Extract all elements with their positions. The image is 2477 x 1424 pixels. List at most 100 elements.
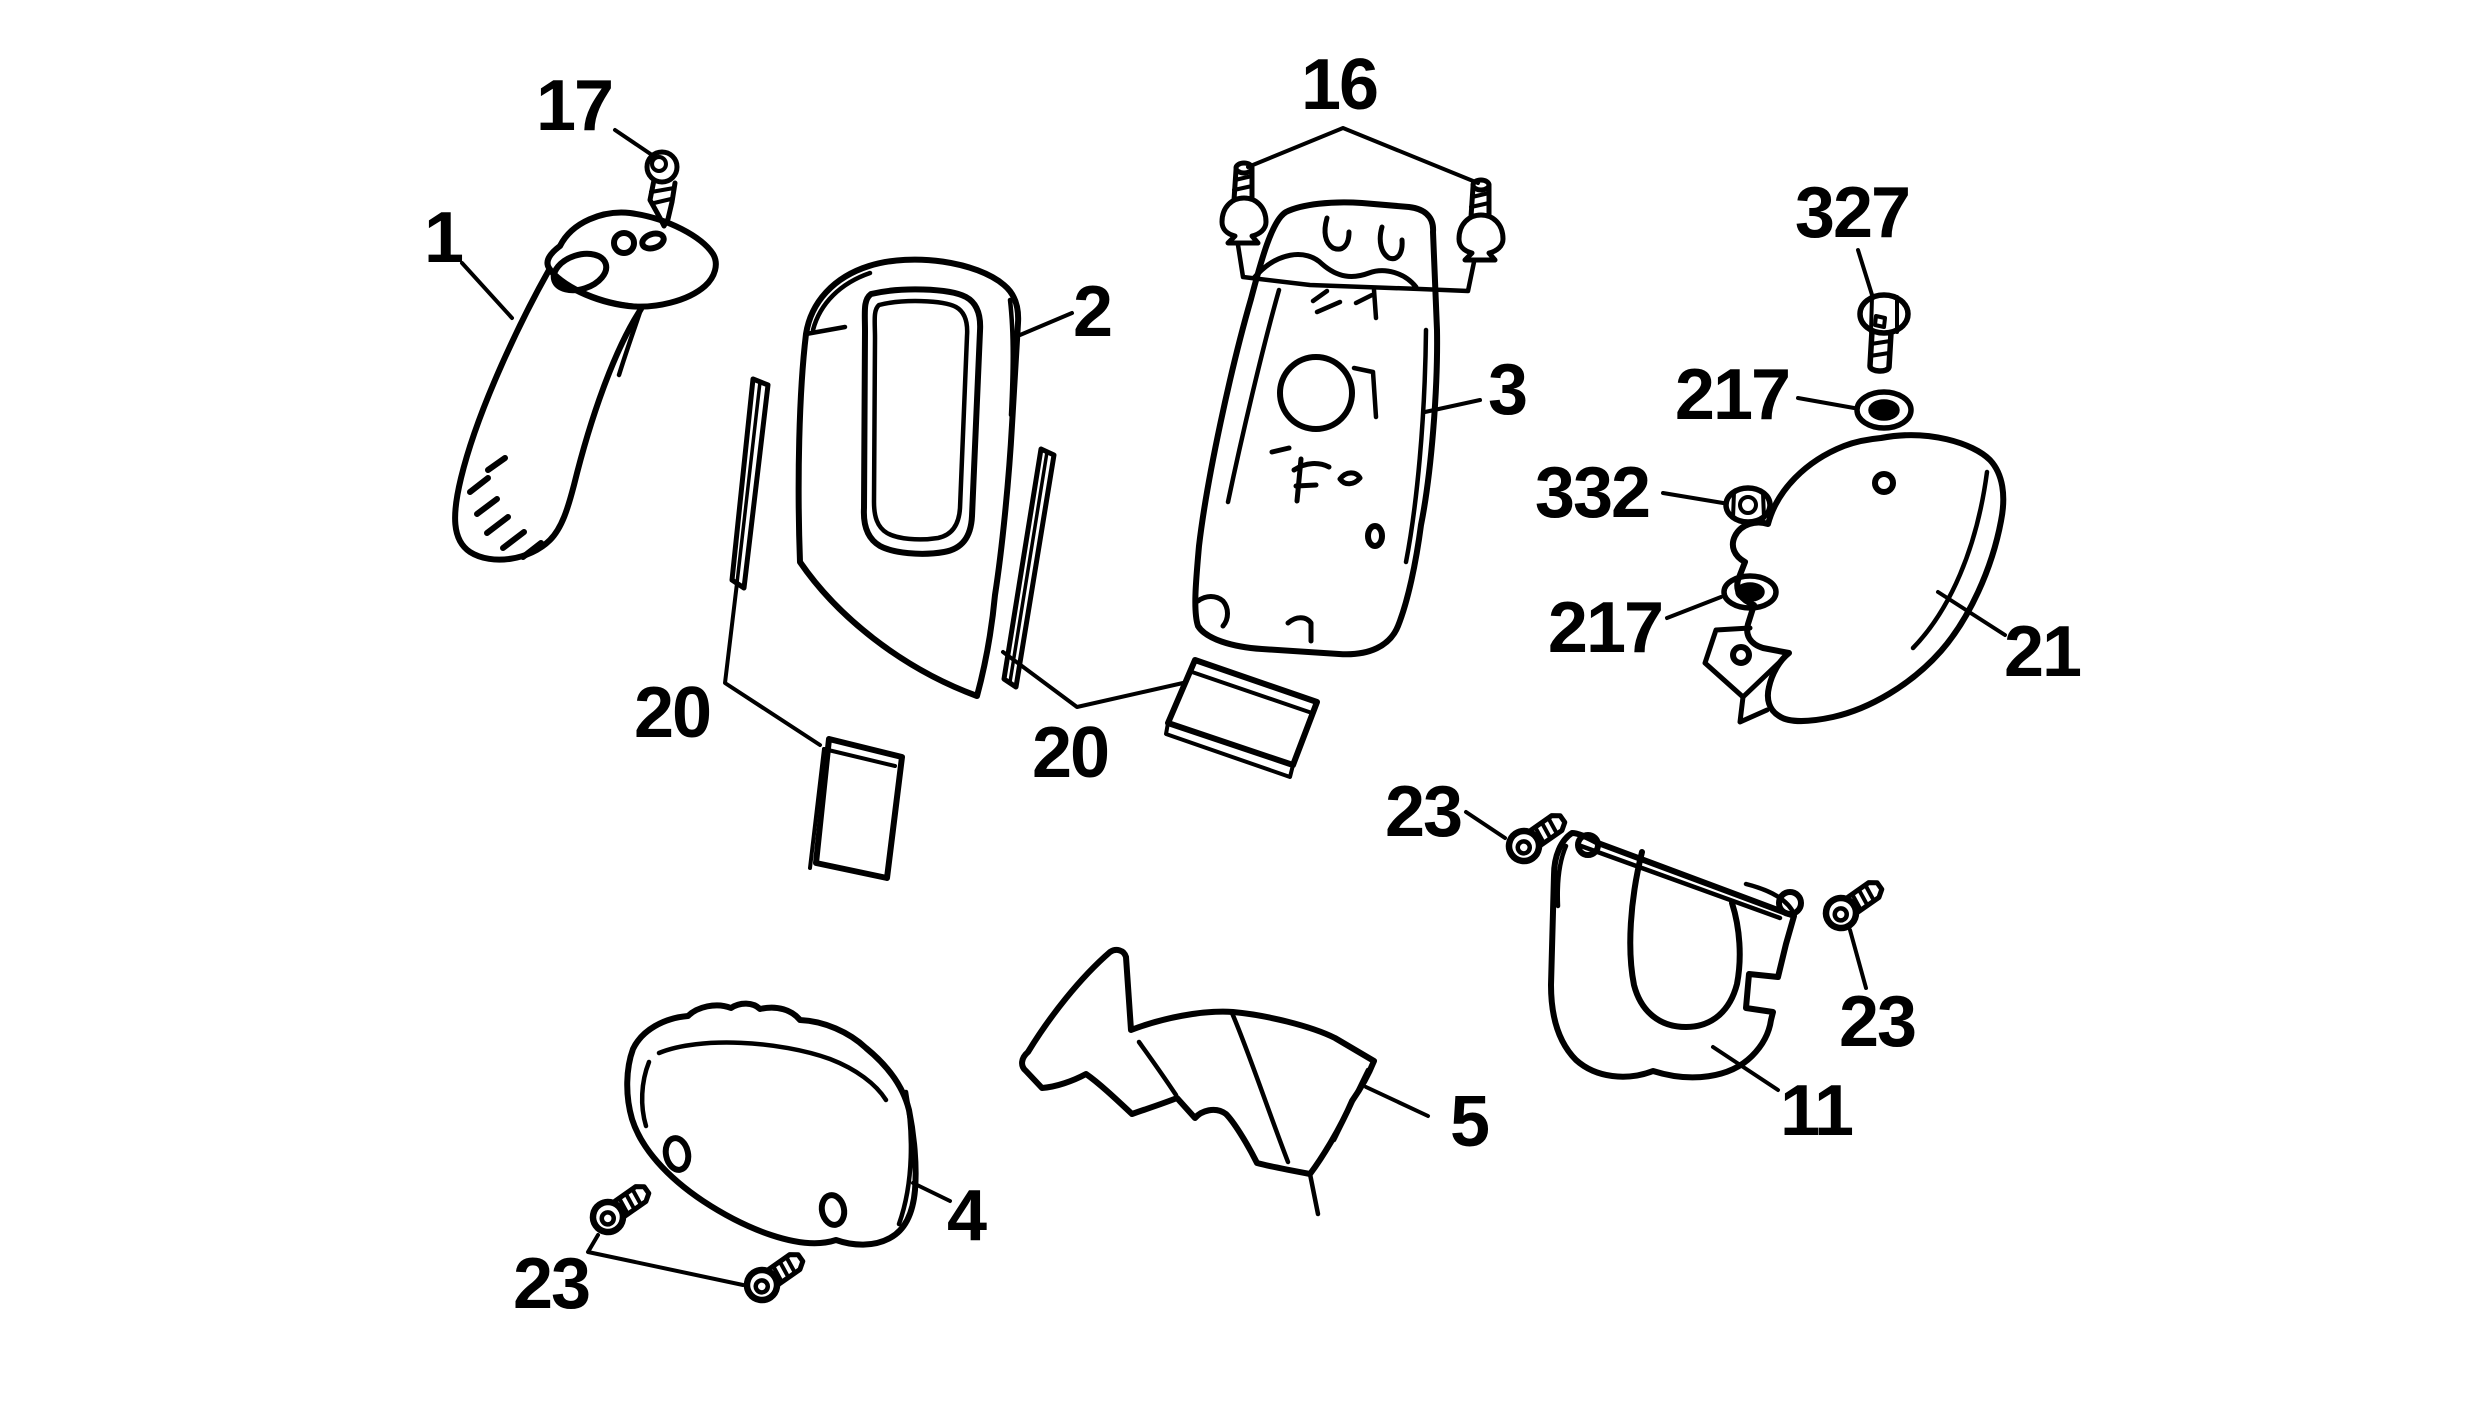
bracket-21-foot xyxy=(1705,628,1786,697)
leader-332 xyxy=(1663,493,1723,503)
bracket-21-thickness xyxy=(1913,472,1987,648)
callout-4: 4 xyxy=(946,1176,987,1256)
part-20-pad-left xyxy=(810,739,902,878)
leader-21 xyxy=(1938,592,2005,635)
leader-20-right xyxy=(1003,652,1183,707)
bracket-11-top-inner xyxy=(1581,846,1780,918)
cover-2-slot-outer xyxy=(864,289,980,553)
leader-23-part4 xyxy=(588,1235,743,1285)
callout-332: 332 xyxy=(1534,453,1651,533)
bracket-21-outline xyxy=(1733,435,2003,721)
leader-327 xyxy=(1858,250,1873,298)
screw-23-part11-right xyxy=(1820,874,1888,934)
cover-2-outline xyxy=(799,260,1018,696)
handle-grip-hatching xyxy=(470,458,541,557)
bracket-11-left-inner xyxy=(1558,846,1566,906)
baffle-5-outline xyxy=(1022,950,1374,1174)
cover-3-outline xyxy=(1195,202,1437,654)
bracket-11-inner-u xyxy=(1630,852,1739,1027)
leader-1 xyxy=(462,263,512,318)
cover-4-hole-right xyxy=(819,1193,847,1227)
handle-neck-line xyxy=(619,309,641,375)
leader-23-part11-right xyxy=(1850,930,1866,988)
part-20-pad-right xyxy=(1166,660,1317,777)
cover-3-crease xyxy=(1354,368,1376,417)
handle-body-outline xyxy=(455,270,641,560)
cover-3-emboss-mark xyxy=(1272,448,1360,501)
bracket-11-hole-right xyxy=(1779,892,1801,914)
leader-217-upper xyxy=(1798,398,1854,408)
cover-3-bottom-tab-right xyxy=(1288,618,1311,641)
part-1-handle-grip xyxy=(455,213,716,560)
cover-3-left-inner xyxy=(1228,290,1279,502)
screw-17 xyxy=(647,152,677,226)
baffle-5-inner-line-2 xyxy=(1139,1042,1176,1095)
cover-2-top-inner xyxy=(813,273,870,330)
bracket-11-outline xyxy=(1551,833,1794,1077)
callout-3: 3 xyxy=(1487,350,1528,430)
leader-20-left xyxy=(725,583,820,745)
callout-17: 17 xyxy=(535,66,614,146)
callout-23-part11-right: 23 xyxy=(1838,982,1917,1062)
cover-3-bottom-tab-left xyxy=(1198,597,1228,627)
cover-2-right-inner xyxy=(1010,300,1013,415)
part-2-upper-cover xyxy=(799,260,1018,696)
part-5-baffle xyxy=(1022,950,1374,1214)
callout-11: 11 xyxy=(1779,1071,1854,1151)
callout-5: 5 xyxy=(1449,1082,1490,1162)
cover-4-edge-double xyxy=(899,1092,911,1224)
cover-4-crease-left xyxy=(642,1062,649,1126)
cover-3-side-hole xyxy=(1368,526,1382,546)
leader-16 xyxy=(1248,128,1478,183)
callout-20-left: 20 xyxy=(633,673,712,753)
clamp-edge-line xyxy=(1238,245,1474,318)
leader-11 xyxy=(1713,1047,1778,1090)
bracket-21-hole-top xyxy=(1875,474,1893,492)
baffle-5-inner-line xyxy=(1232,1013,1288,1162)
cover-2-top-step xyxy=(806,327,845,334)
leader-3 xyxy=(1425,400,1480,412)
handle-cap-round-hole xyxy=(614,233,634,253)
part-20-strip-left xyxy=(732,379,768,588)
part-3-rear-cover xyxy=(1195,202,1437,654)
callout-217-lower: 217 xyxy=(1547,588,1664,668)
screw-23-part4-left xyxy=(587,1178,655,1238)
baffle-5-edge-double xyxy=(1334,1070,1368,1140)
leader-217-lower xyxy=(1667,597,1721,618)
bracket-11-hole-left xyxy=(1578,835,1598,855)
baffle-5-tail xyxy=(1310,1174,1318,1214)
callout-16: 16 xyxy=(1300,45,1379,125)
screw-16-right xyxy=(1459,180,1503,260)
part-11-side-bracket xyxy=(1551,833,1801,1077)
cover-3-scallop-top xyxy=(1254,255,1416,287)
leader-4 xyxy=(913,1183,950,1201)
bracket-21-hole-bottom xyxy=(1733,647,1749,663)
handle-cap-small-oval xyxy=(640,231,665,251)
part-21-bracket xyxy=(1705,435,2003,722)
callout-20-right: 20 xyxy=(1031,713,1110,793)
cover-3-screw-tab-right xyxy=(1380,227,1402,259)
bracket-11-ear-line xyxy=(1746,884,1794,914)
cover-2-slot-inner xyxy=(874,301,967,539)
washer-217-upper xyxy=(1857,392,1911,428)
screw-16-left xyxy=(1222,163,1266,243)
callout-23-part11-left: 23 xyxy=(1384,772,1463,852)
callout-327: 327 xyxy=(1794,173,1911,253)
cover-3-round-hole xyxy=(1280,357,1352,429)
leader-23-part11-left xyxy=(1466,812,1505,838)
screw-23-part4-right xyxy=(741,1246,809,1306)
cover-3-screw-tab-left xyxy=(1325,218,1349,249)
part-20-strip-right xyxy=(1004,449,1054,687)
callout-2: 2 xyxy=(1072,272,1113,352)
bracket-21-foot-edge xyxy=(1740,697,1767,722)
leader-17 xyxy=(615,130,652,155)
callout-1: 1 xyxy=(423,198,464,278)
cover-4-hole-left xyxy=(663,1136,691,1172)
nut-332 xyxy=(1726,488,1770,522)
callout-217-upper: 217 xyxy=(1674,355,1791,435)
part-4-lower-cover xyxy=(627,1004,915,1245)
cover-4-outline xyxy=(627,1004,915,1245)
callout-23-part4: 23 xyxy=(512,1244,591,1324)
